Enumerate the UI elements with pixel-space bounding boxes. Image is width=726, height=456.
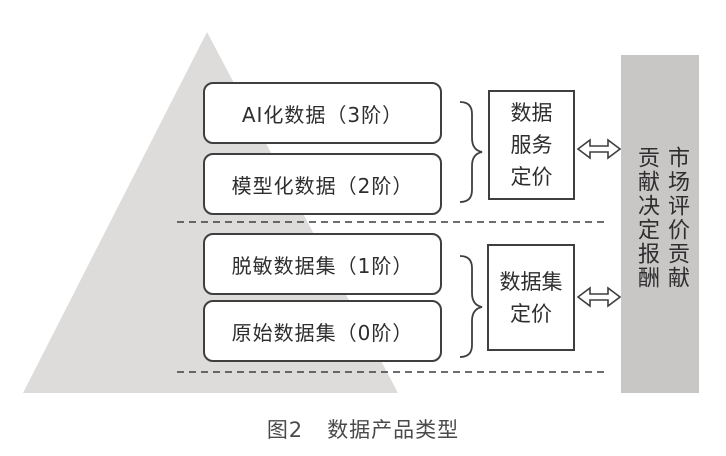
level-label: AI化数据（3阶） bbox=[241, 102, 404, 127]
level-label: 原始数据集（0阶） bbox=[231, 320, 414, 345]
figure-number: 图2 bbox=[266, 418, 304, 442]
level-label: 模型化数据（2阶） bbox=[231, 173, 414, 198]
level-box-ai-data: AI化数据（3阶） bbox=[203, 82, 442, 144]
level-label: 脱敏数据集（1阶） bbox=[231, 253, 414, 278]
service-pricing-line: 数据 bbox=[510, 101, 553, 125]
service-pricing-box: 数据 服务 定价 bbox=[488, 90, 575, 200]
dataset-pricing-line: 定价 bbox=[510, 301, 552, 326]
service-pricing-line: 定价 bbox=[510, 165, 553, 189]
dataset-pricing-line: 数据集 bbox=[499, 269, 563, 294]
market-text-column-left: 贡献决定报酬 bbox=[634, 146, 659, 290]
level-box-raw-dataset: 原始数据集（0阶） bbox=[203, 300, 442, 362]
upper-double-arrow-icon bbox=[576, 138, 622, 160]
market-evaluation-bar bbox=[621, 55, 699, 393]
figure-caption: 图2 数据产品类型 bbox=[0, 414, 726, 444]
figure-title: 数据产品类型 bbox=[327, 418, 460, 442]
level-box-model-data: 模型化数据（2阶） bbox=[203, 153, 442, 215]
upper-brace bbox=[459, 101, 483, 203]
lower-double-arrow-icon bbox=[576, 286, 622, 308]
lower-brace bbox=[459, 255, 483, 358]
level-box-desensitized-dataset: 脱敏数据集（1阶） bbox=[203, 233, 442, 295]
market-text-column-right: 市场评价贡献 bbox=[664, 146, 689, 290]
dataset-pricing-box: 数据集 定价 bbox=[487, 244, 575, 351]
service-pricing-line: 服务 bbox=[510, 133, 553, 157]
